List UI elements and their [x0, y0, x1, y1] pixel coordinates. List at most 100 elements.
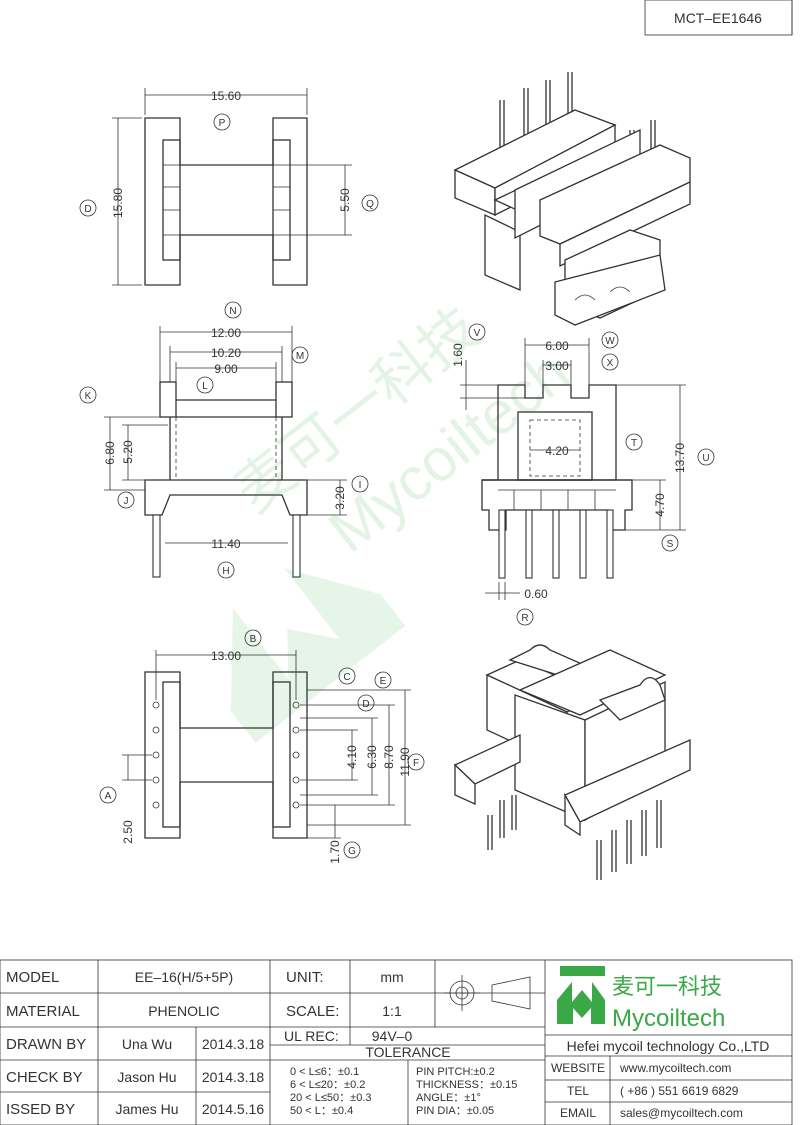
callout-j: J: [124, 496, 129, 507]
dim-bottom-edge: 1.70: [328, 840, 342, 864]
dim-bottom-p2: 6.30: [365, 745, 379, 769]
tol-right-2: THICKNESS：±0.15: [416, 1079, 517, 1091]
tol-right-4: PIN DIA：±0.05: [416, 1105, 494, 1117]
side-pins: [498, 490, 614, 579]
logo-en: Mycoiltech: [612, 1005, 725, 1032]
tol-line-3: 20 < L≤50：±0.3: [290, 1092, 372, 1104]
model-value: EE–16(H/5+5P): [135, 969, 233, 985]
dim-bottom-pitch: 2.50: [121, 820, 135, 844]
dim-bottom-width: 13.00: [211, 649, 241, 663]
email-value: sales@mycoiltech.com: [620, 1106, 743, 1120]
callout-d: D: [84, 204, 91, 215]
dim-front-h-total: 6.80: [103, 441, 117, 465]
scale-value: 1:1: [382, 1003, 402, 1019]
unit-value: mm: [380, 969, 403, 985]
projection-symbol-icon: [444, 975, 531, 1011]
callout-l: L: [202, 381, 208, 392]
part-code: MCT–EE1646: [674, 10, 762, 26]
scale-label: SCALE:: [286, 1003, 339, 1020]
callout-e: E: [380, 676, 387, 687]
email-label: EMAIL: [560, 1106, 596, 1120]
website-label: WEBSITE: [551, 1061, 605, 1075]
company-logo: 麦可一科技 Mycoiltech: [557, 966, 725, 1032]
callout-d2: D: [362, 699, 369, 710]
model-label: MODEL: [6, 969, 59, 986]
callout-h: H: [222, 566, 229, 577]
material-label: MATERIAL: [6, 1003, 80, 1020]
dim-side-base-h: 4.70: [653, 493, 667, 517]
dim-side-top-gap: 3.00: [545, 359, 569, 373]
iso-bottom-pins: [487, 795, 662, 880]
side-view: 6.00 3.00 1.60 4.20 13.70 4.70 0.60 V W …: [451, 323, 715, 626]
issued-name: James Hu: [115, 1101, 178, 1117]
dim-side-top-h: 1.60: [451, 343, 465, 367]
dim-top-height: 15.80: [111, 188, 125, 218]
dim-side-pin-dia: 0.60: [524, 587, 548, 601]
check-date: 2014.3.18: [202, 1069, 264, 1085]
tel-label: TEL: [567, 1084, 589, 1098]
logo-cn: 麦可一科技: [612, 974, 722, 999]
callout-q: Q: [366, 199, 374, 210]
callout-u: U: [702, 453, 709, 464]
dim-front-overall: 12.00: [211, 326, 241, 340]
unit-label: UNIT:: [286, 969, 324, 986]
tol-right-3: ANGLE：±1°: [416, 1092, 481, 1104]
dim-front-h-window: 5.20: [121, 440, 135, 464]
bottom-pin-holes: [152, 701, 300, 809]
callout-k: K: [85, 391, 92, 402]
callout-r: R: [521, 613, 528, 624]
top-view: 15.60 15.80 5.50 P D Q: [79, 88, 379, 286]
tol-line-1: 0 < L≤6：±0.1: [290, 1066, 359, 1078]
title-block: MODEL EE–16(H/5+5P) MATERIAL PHENOLIC DR…: [0, 959, 793, 1125]
callout-b: B: [250, 634, 257, 645]
isometric-view-top: [453, 72, 691, 326]
ul-value: 94V–0: [372, 1028, 413, 1044]
dim-bottom-p1: 4.10: [345, 745, 359, 769]
callout-s: S: [667, 539, 674, 550]
check-label: CHECK BY: [6, 1069, 83, 1086]
dim-front-base-h: 3.20: [333, 486, 347, 510]
drawn-date: 2014.3.18: [202, 1036, 264, 1052]
front-view: 12.00 10.20 9.00 6.80 5.20 3.20 11.40 N …: [79, 301, 369, 579]
bottom-view: 13.00 4.10 6.30 8.70 11.90 2.50 1.70 B C…: [99, 629, 425, 864]
callout-n: N: [229, 306, 236, 317]
callout-i: I: [359, 480, 362, 491]
callout-a: A: [105, 791, 112, 802]
tel-value: ( +86 ) 551 6619 6829: [620, 1084, 739, 1098]
tol-line-2: 6 < L≤20：±0.2: [290, 1079, 365, 1091]
callout-f: F: [413, 758, 419, 769]
dim-side-window: 4.20: [545, 444, 569, 458]
callout-m: M: [296, 351, 304, 362]
dim-front-base-w: 11.40: [211, 537, 240, 551]
tolerance-label: TOLERANCE: [365, 1044, 450, 1060]
callout-x: X: [607, 358, 614, 369]
callout-t: T: [631, 438, 637, 449]
dim-top-slot: 5.50: [338, 188, 352, 212]
ul-label: UL REC:: [284, 1028, 339, 1044]
callout-v: V: [474, 328, 481, 339]
dim-side-top-w: 6.00: [545, 339, 569, 353]
website-value: www.mycoiltech.com: [619, 1061, 731, 1075]
dim-bottom-p3: 8.70: [382, 745, 396, 769]
dim-bottom-p4: 11.90: [398, 747, 412, 776]
drawn-name: Una Wu: [122, 1036, 172, 1052]
dim-side-height: 13.70: [673, 443, 687, 473]
issued-label: ISSED BY: [6, 1101, 75, 1118]
tol-right-1: PIN PITCH:±0.2: [416, 1066, 495, 1078]
callout-w: W: [605, 336, 615, 347]
part-code-box: MCT–EE1646: [644, 0, 793, 36]
material-value: PHENOLIC: [148, 1003, 220, 1019]
check-name: Jason Hu: [117, 1069, 176, 1085]
dim-top-width: 15.60: [211, 89, 241, 103]
issued-date: 2014.5.16: [202, 1101, 264, 1117]
isometric-view-bottom: [453, 644, 691, 880]
drawn-label: DRAWN BY: [6, 1036, 86, 1053]
dim-front-core: 9.00: [214, 362, 238, 376]
callout-c: C: [343, 672, 350, 683]
dim-front-inner: 10.20: [211, 346, 241, 360]
company-name: Hefei mycoil technology Co.,LTD: [567, 1038, 770, 1054]
callout-g: G: [348, 846, 356, 857]
tol-line-4: 50 < L：±0.4: [290, 1105, 353, 1117]
callout-p: P: [219, 118, 226, 129]
